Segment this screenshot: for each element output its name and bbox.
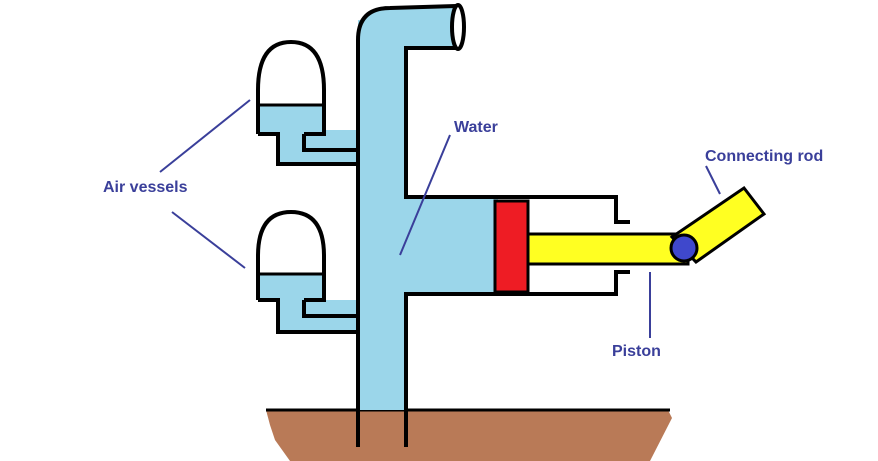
- pipe-mouth: [450, 3, 466, 51]
- main-pipe-left-wall: [356, 4, 457, 447]
- leader-water: [399, 134, 451, 256]
- lower-connector-top: [302, 300, 358, 318]
- upper-vessel-water: [258, 106, 324, 134]
- lower-vessel-water: [258, 274, 324, 300]
- leader-air-vessel-lower: [171, 211, 246, 269]
- upper-air-vessel-dome: [256, 39, 326, 136]
- ground: [266, 408, 672, 461]
- main-pipe-right-wall-lower: [404, 292, 498, 447]
- cylinder-upper-wall: [498, 195, 630, 224]
- upper-connector-outline: [258, 132, 358, 166]
- main-pipe-water: [358, 20, 406, 410]
- label-air-vessels: Air vessels: [103, 179, 188, 196]
- lower-connector-stem: [278, 296, 304, 332]
- label-piston: Piston: [612, 343, 661, 360]
- water-region: [258, 8, 498, 410]
- label-connecting-rod: Connecting rod: [705, 148, 823, 165]
- ground-soil: [266, 410, 672, 461]
- leader-connecting-rod: [705, 165, 721, 195]
- piston-rod: [526, 232, 690, 266]
- cylinder-lower-wall: [498, 270, 630, 296]
- pin-joint: [669, 233, 699, 263]
- leader-lines: [159, 99, 721, 338]
- chamber-water: [404, 197, 498, 294]
- lower-air-vessel-dome: [256, 209, 326, 302]
- main-pipe-right-wall-upper: [404, 46, 498, 199]
- upper-connector-top: [302, 134, 358, 152]
- label-water: Water: [454, 119, 498, 136]
- lower-connector-outline: [258, 298, 358, 334]
- leader-air-vessel-upper: [159, 99, 251, 173]
- piston-head: [493, 199, 530, 294]
- pump-outline: [256, 3, 630, 447]
